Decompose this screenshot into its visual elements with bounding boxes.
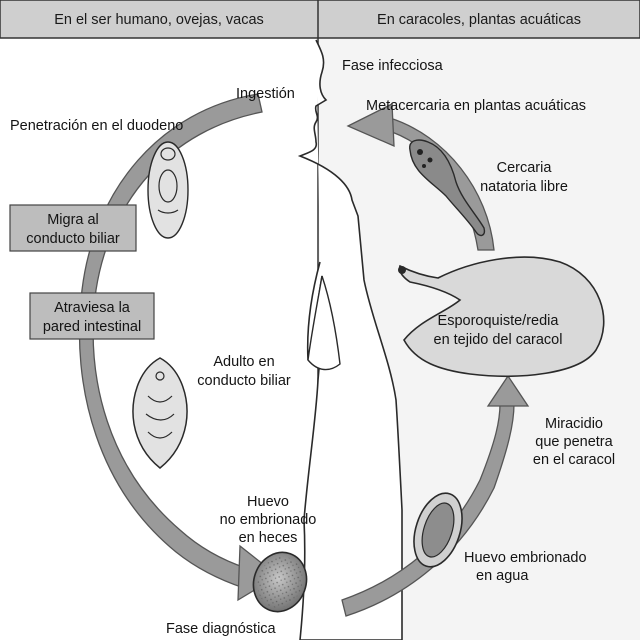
label-egg-1: Huevo bbox=[247, 494, 289, 510]
label-egg-3: en heces bbox=[239, 530, 298, 546]
label-miracidium-1: Miracidio bbox=[545, 416, 603, 432]
arrow-top-head bbox=[346, 102, 395, 148]
label-cercaria-1: Cercaria bbox=[497, 160, 553, 176]
label-embryonated-1: Huevo embrionado bbox=[464, 550, 587, 566]
header-left: En el ser humano, ovejas, vacas bbox=[54, 12, 264, 28]
box-migra-line1: Migra al bbox=[47, 212, 99, 228]
label-duodenum: Penetración en el duodeno bbox=[10, 118, 183, 134]
label-miracidium-2: que penetra bbox=[535, 434, 613, 450]
label-sporocyst-2: en tejido del caracol bbox=[434, 332, 563, 348]
label-diagnostic-phase: Fase diagnóstica bbox=[166, 621, 277, 637]
egg-speckle bbox=[257, 556, 303, 608]
label-egg-2: no embrionado bbox=[220, 512, 317, 528]
label-infective-phase: Fase infecciosa bbox=[342, 58, 444, 74]
box-migra-line2: conducto biliar bbox=[26, 231, 120, 247]
header-bar bbox=[0, 0, 640, 39]
box-migra bbox=[9, 204, 137, 252]
label-adult-2: conducto biliar bbox=[197, 373, 291, 389]
label-ingestion: Ingestión bbox=[236, 86, 295, 102]
cercaria-icon bbox=[409, 139, 486, 237]
label-adult-1: Adulto en bbox=[213, 354, 274, 370]
label-cercaria-2: natatoria libre bbox=[480, 179, 568, 195]
arm-gap bbox=[307, 275, 341, 371]
label-sporocyst-1: Esporoquiste/redia bbox=[438, 313, 560, 329]
egg-embryonated-icon bbox=[413, 492, 463, 568]
box-atraviesa-line1: Atraviesa la bbox=[54, 300, 131, 316]
box-atraviesa bbox=[29, 292, 155, 340]
label-embryonated-2: en agua bbox=[476, 568, 529, 584]
arrow-bottom-head bbox=[486, 374, 530, 407]
fluke-icon-small bbox=[147, 141, 189, 239]
box-atraviesa-line2: pared intestinal bbox=[43, 319, 141, 335]
snail-body bbox=[398, 256, 605, 377]
snail-eye bbox=[398, 266, 406, 274]
adult-fluke-icon bbox=[132, 357, 188, 469]
header-right: En caracoles, plantas acuáticas bbox=[377, 12, 581, 28]
label-miracidium-3: en el caracol bbox=[533, 452, 615, 468]
label-metacercaria: Metacercaria en plantas acuáticas bbox=[366, 98, 586, 114]
